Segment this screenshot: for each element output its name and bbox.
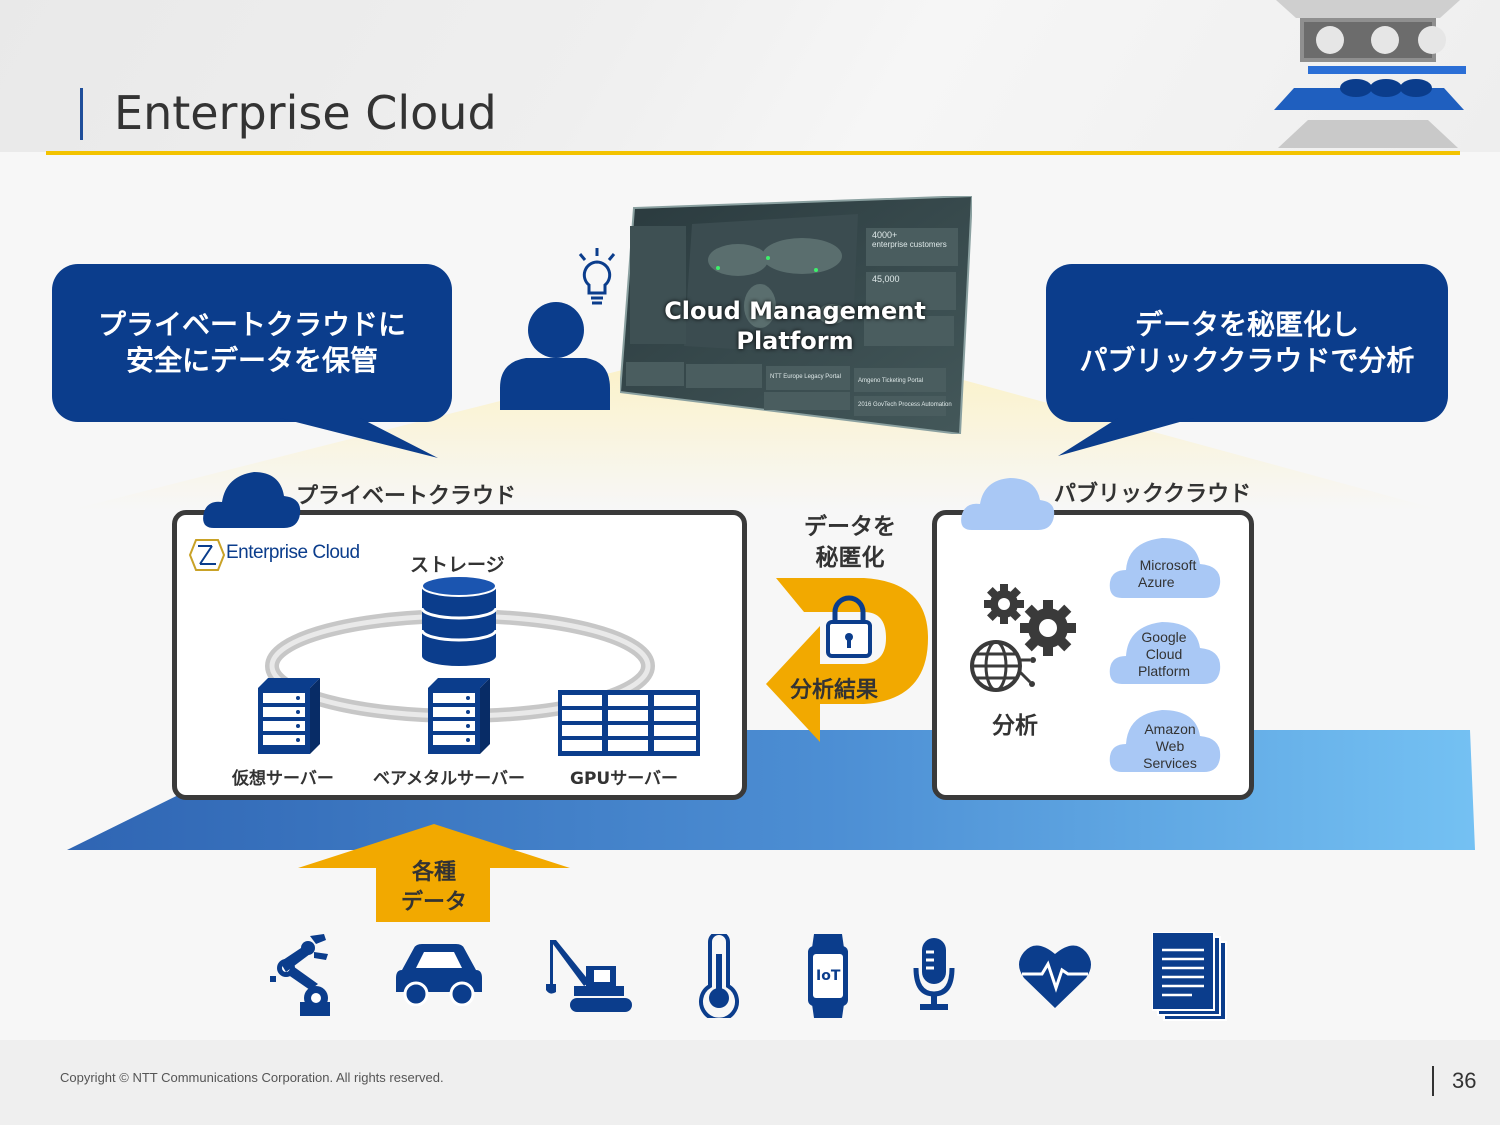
anonymize-label-line1: データを xyxy=(804,514,896,540)
platform-label: Cloud Management Platform xyxy=(650,296,940,356)
azure-label-line2: Azure xyxy=(1138,574,1175,590)
gcp-cloud-icon xyxy=(1109,622,1221,684)
gcp-label-line3: Platform xyxy=(1137,663,1191,679)
header-divider xyxy=(46,151,1460,155)
u-turn-arrow xyxy=(766,578,928,742)
dashboard-stat1: 4000+ xyxy=(872,230,898,240)
header-background xyxy=(0,0,1500,152)
footer-background xyxy=(0,1040,1500,1125)
person-icon xyxy=(500,302,610,410)
anonymize-label: データを 秘匿化 xyxy=(790,512,910,574)
virtual-server-icon xyxy=(258,678,320,754)
dashboard-portal2: Amgeno Ticketing Portal xyxy=(858,378,924,384)
up-arrow xyxy=(298,824,570,922)
lock-icon xyxy=(826,595,872,658)
dashboard-stat1-sub: enterprise customers xyxy=(872,240,947,249)
platform-label-line1: Cloud Management xyxy=(664,297,926,325)
aws-label: Amazon Web Services xyxy=(1120,721,1220,772)
cloud-management-screen: 4000+ enterprise customers 45,000 NTT Eu… xyxy=(620,196,972,434)
aws-cloud-icon xyxy=(1109,710,1221,772)
page-number: 36 xyxy=(1452,1068,1477,1093)
dashboard-portal1: NTT Europe Legacy Portal xyxy=(770,374,841,380)
gpu-server-icon xyxy=(558,690,700,756)
various-data-line1: 各種 xyxy=(411,860,456,885)
analytics-gears-icon xyxy=(970,584,1076,692)
public-cloud-icon xyxy=(961,478,1055,530)
gcp-label: Google Cloud Platform xyxy=(1114,629,1214,680)
various-data-label: 各種 データ xyxy=(380,858,488,918)
bare-metal-server-label: ベアメタルサーバー xyxy=(373,769,525,789)
iot-watch-icon xyxy=(808,934,848,1018)
platform-label-line2: Platform xyxy=(736,327,854,355)
bubble-right-line1: データを秘匿化し xyxy=(1134,308,1359,341)
enterprise-cloud-brand: Enterprise Cloud xyxy=(226,542,360,563)
crane-icon xyxy=(546,940,632,1012)
aws-label-line2: Web xyxy=(1155,738,1185,754)
page-number-divider xyxy=(1432,1066,1434,1096)
gcp-label-line1: Google xyxy=(1141,629,1187,645)
thermometer-icon xyxy=(699,934,739,1018)
private-cloud-icon xyxy=(203,472,301,528)
database-icon xyxy=(420,575,498,666)
robot-arm-icon xyxy=(270,934,330,1016)
anonymize-label-line2: 秘匿化 xyxy=(815,545,885,571)
public-cloud-bubble: データを秘匿化し パブリッククラウドで分析 xyxy=(1046,264,1448,422)
private-cloud-title: プライベートクラウド xyxy=(296,484,517,509)
azure-label: Microsoft Azure xyxy=(1118,557,1218,591)
enterprise-cloud-brand-icon xyxy=(188,539,226,571)
bubble-right-line2: パブリッククラウドで分析 xyxy=(1079,344,1415,377)
dashboard-portal3: 2016 GovTech Process Automation xyxy=(858,402,952,408)
bubble-left-tail xyxy=(280,418,438,458)
lightbulb-icon xyxy=(578,248,616,305)
title-accent-bar xyxy=(80,88,83,140)
bubble-left-line1: プライベートクラウドに xyxy=(97,308,406,341)
enterprise-cloud-logo-icon xyxy=(1274,0,1466,148)
aws-label-line1: Amazon xyxy=(1144,721,1196,737)
aws-label-line3: Services xyxy=(1143,755,1197,771)
public-cloud-title: パブリッククラウド xyxy=(1054,482,1252,507)
gpu-server-label: GPUサーバー xyxy=(570,769,679,789)
car-icon xyxy=(396,944,482,1006)
iot-text: IoT xyxy=(816,968,841,984)
microphone-icon xyxy=(913,938,955,1010)
page-title: Enterprise Cloud xyxy=(114,86,497,140)
storage-label: ストレージ xyxy=(410,554,505,576)
heart-icon xyxy=(1019,945,1091,1008)
dashboard-stat2: 45,000 xyxy=(872,274,900,284)
private-cloud-bubble: プライベートクラウドに 安全にデータを保管 xyxy=(52,264,452,422)
virtual-server-label: 仮想サーバー xyxy=(232,769,334,789)
gcp-label-line2: Cloud xyxy=(1145,646,1183,662)
bare-metal-server-icon xyxy=(428,678,490,754)
copyright-text: Copyright © NTT Communications Corporati… xyxy=(60,1070,444,1085)
bubble-right-tail xyxy=(1058,418,1194,456)
analysis-result-label: 分析結果 xyxy=(790,678,879,703)
various-data-line2: データ xyxy=(400,890,467,915)
azure-cloud-icon xyxy=(1109,538,1221,598)
analysis-label: 分析 xyxy=(992,713,1038,739)
documents-icon xyxy=(1152,932,1227,1021)
azure-label-line1: Microsoft xyxy=(1139,557,1197,573)
bubble-left-line2: 安全にデータを保管 xyxy=(125,344,378,377)
